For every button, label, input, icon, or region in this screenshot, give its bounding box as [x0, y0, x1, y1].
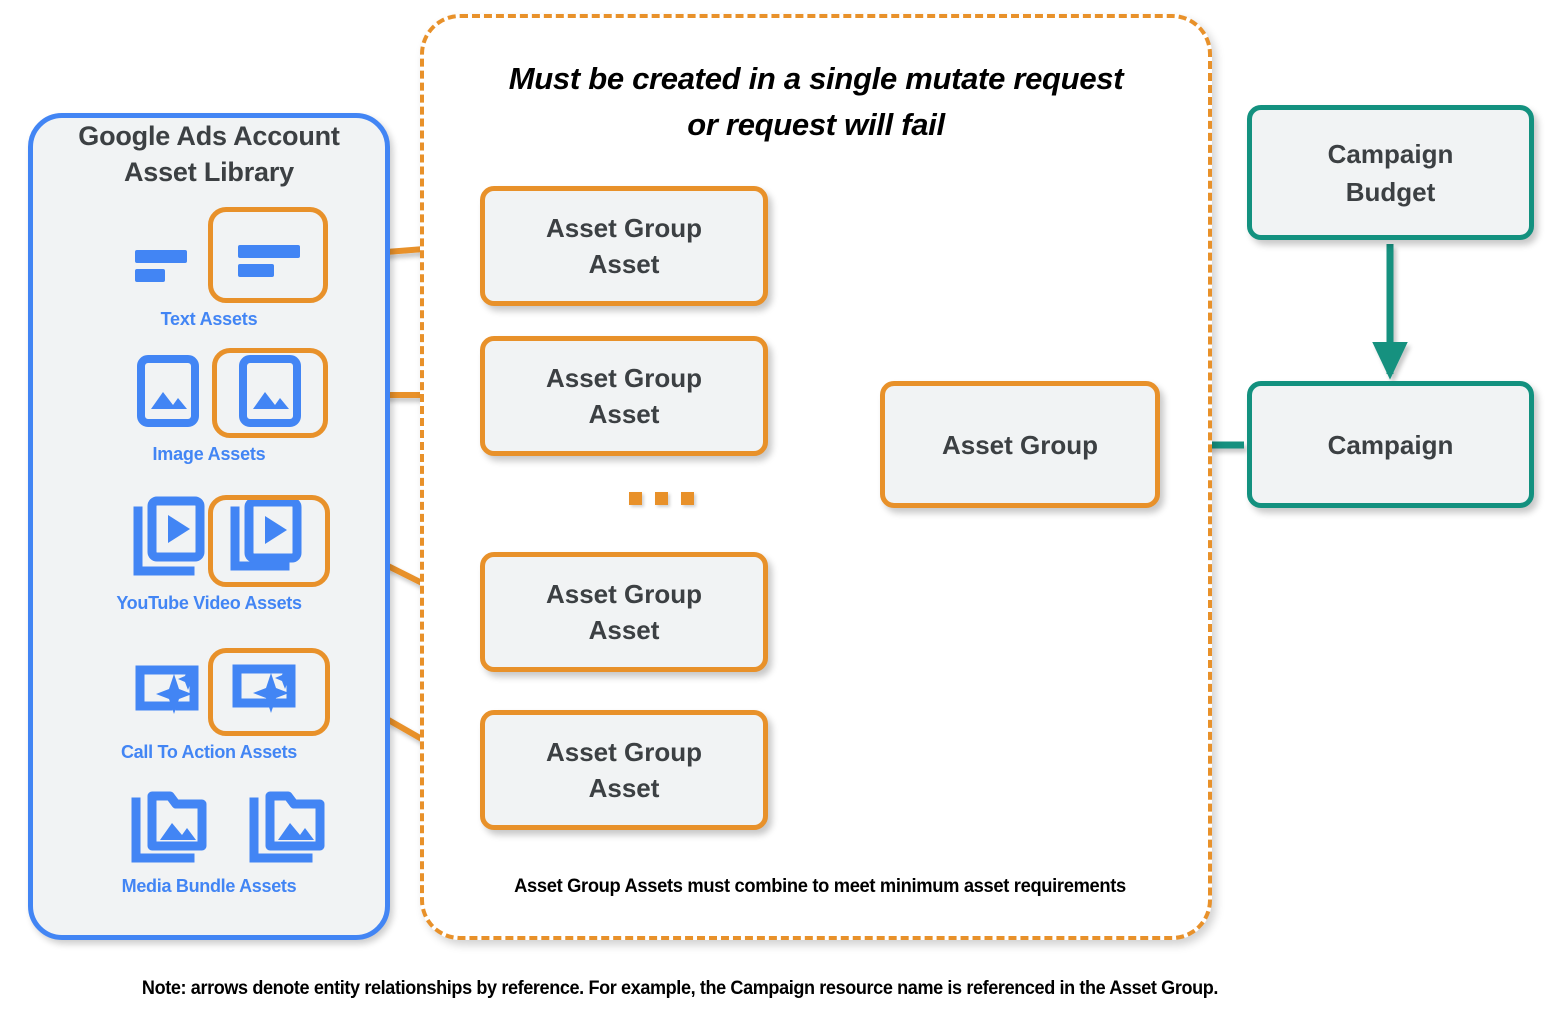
video-asset-icon-selected[interactable] [208, 495, 330, 587]
image-asset-icon [132, 348, 204, 438]
ellipsis-dot-1 [629, 492, 642, 505]
ellipsis-indicator [629, 492, 694, 505]
ellipsis-dot-2 [655, 492, 668, 505]
asset-group-asset-node-1[interactable]: Asset Group Asset [480, 186, 768, 306]
mutate-request-title: Must be created in a single mutate reque… [508, 61, 1124, 142]
asset-row-video: YouTube Video Assets [28, 495, 390, 614]
call-to-action-asset-icon-selected[interactable] [208, 648, 330, 736]
campaign-budget-node[interactable]: Campaign Budget [1247, 105, 1534, 240]
asset-row-media-bundle: Media Bundle Assets [28, 790, 390, 897]
image-asset-icon-selected[interactable] [212, 348, 328, 438]
asset-row-image: Image Assets [28, 348, 390, 465]
asset-group-asset-node-3[interactable]: Asset Group Asset [480, 552, 768, 672]
asset-label-media-bundle: Media Bundle Assets [121, 876, 297, 896]
asset-library-title: Google Ads Account Asset Library [78, 121, 340, 187]
asset-label-text: Text Assets [160, 309, 258, 329]
asset-group-node[interactable]: Asset Group [880, 381, 1160, 508]
ellipsis-dot-3 [681, 492, 694, 505]
asset-row-cta: Call To Action Assets [28, 648, 390, 763]
media-bundle-asset-icon-2 [244, 790, 332, 870]
mutate-request-footnote: Asset Group Assets must combine to meet … [514, 876, 1126, 897]
video-asset-icon [128, 495, 208, 587]
text-asset-icon-selected[interactable] [208, 207, 328, 303]
text-asset-icon [128, 207, 194, 303]
media-bundle-asset-icon [126, 790, 214, 870]
asset-row-text: Text Assets [28, 207, 390, 330]
call-to-action-asset-icon [128, 648, 208, 736]
asset-group-asset-node-2[interactable]: Asset Group Asset [480, 336, 768, 456]
asset-label-cta: Call To Action Assets [120, 742, 298, 762]
asset-group-asset-node-4[interactable]: Asset Group Asset [480, 710, 768, 830]
campaign-node[interactable]: Campaign [1247, 381, 1534, 508]
asset-label-image: Image Assets [152, 444, 266, 464]
asset-label-video: YouTube Video Assets [116, 593, 302, 613]
footer-note: Note: arrows denote entity relationships… [141, 978, 1219, 999]
